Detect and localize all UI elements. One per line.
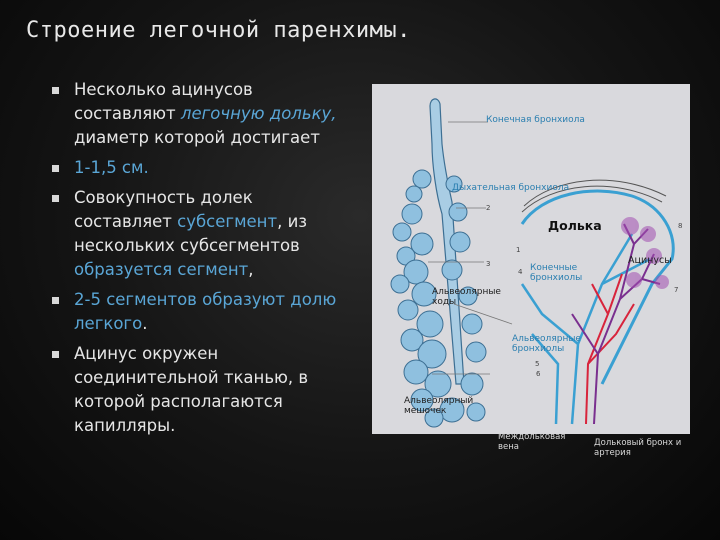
label-terminal-bronchiole: Конечная бронхиола [486, 115, 585, 125]
label-lobule: Долька [548, 218, 602, 233]
callout-numbers: 2 3 1 4 5 6 7 8 [486, 204, 682, 378]
lung-parenchyma-figure: 2 3 1 4 5 6 7 8 Конечная бронхиола Дыхат… [372, 84, 690, 434]
bullet-marker [52, 165, 59, 172]
label-interlobular-vein: Междольковая вена [498, 432, 566, 452]
bullet-text: 1-1,5 см. [74, 158, 149, 177]
lobule-outline [520, 189, 675, 385]
bullet-text: . [142, 314, 148, 333]
bullet-text: Несколько ацинусов составляют [74, 80, 253, 123]
callout-3: 3 [486, 260, 490, 268]
bullet-text: Совокупность долек составляет [74, 188, 253, 231]
callout-1: 1 [516, 246, 520, 254]
bullet-marker [52, 195, 59, 202]
callout-2: 2 [486, 204, 490, 212]
bullet-text: , из нескольких субсегментов [74, 212, 308, 255]
acinus-clusters-right [621, 217, 669, 289]
callout-8: 8 [678, 222, 682, 230]
bullet-marker [52, 351, 59, 358]
pleura-lines [521, 185, 663, 213]
label-terminal-bronchioles: Конечные бронхиолы [530, 263, 583, 283]
bullet-item: Ацинус окружен соединительной тканью, в … [52, 342, 352, 438]
bullet-marker [52, 297, 59, 304]
bullet-text: образуется сегмент [74, 260, 249, 279]
callout-4: 4 [518, 268, 523, 276]
bullet-text: субсегмент [177, 212, 278, 231]
bullet-item: Совокупность долек составляет субсегмент… [52, 186, 352, 282]
label-alveolar-bronchioles: Альвеолярные бронхиолы [512, 334, 581, 354]
slide-title: Строение легочной паренхимы. [26, 18, 411, 43]
bullet-text: 2-5 сегментов образуют долю легкого [74, 290, 337, 333]
bullet-marker [52, 87, 59, 94]
lung-diagram-svg: 2 3 1 4 5 6 7 8 [390, 98, 682, 428]
red-vessels [585, 273, 635, 425]
bullet-item: 1-1,5 см. [52, 156, 352, 180]
alveolar-clusters [390, 169, 487, 428]
bullet-text: , [248, 260, 254, 279]
bullet-list: Несколько ацинусов составляют легочную д… [52, 78, 352, 444]
callout-5: 5 [535, 360, 539, 368]
bullet-text: легочную дольку, [180, 104, 337, 123]
label-alveolar-ducts: Альвеолярные ходы [432, 287, 501, 307]
bullet-text: диаметр которой достигает [74, 128, 320, 147]
bullet-item: 2-5 сегментов образуют долю легкого. [52, 288, 352, 336]
label-lobular-bronchus-artery: Дольковый бронх и артерия [594, 438, 682, 458]
bullet-item: Несколько ацинусов составляют легочную д… [52, 78, 352, 150]
label-respiratory-bronchiole: Дыхательная бронхиола [452, 183, 570, 193]
bullet-text: Ацинус окружен соединительной тканью, в … [74, 344, 309, 435]
callout-7: 7 [674, 286, 678, 294]
label-acini: Ацинусы [628, 255, 672, 266]
label-alveolar-sac: Альвеолярный мешочек [404, 396, 474, 416]
callout-6: 6 [536, 370, 541, 378]
